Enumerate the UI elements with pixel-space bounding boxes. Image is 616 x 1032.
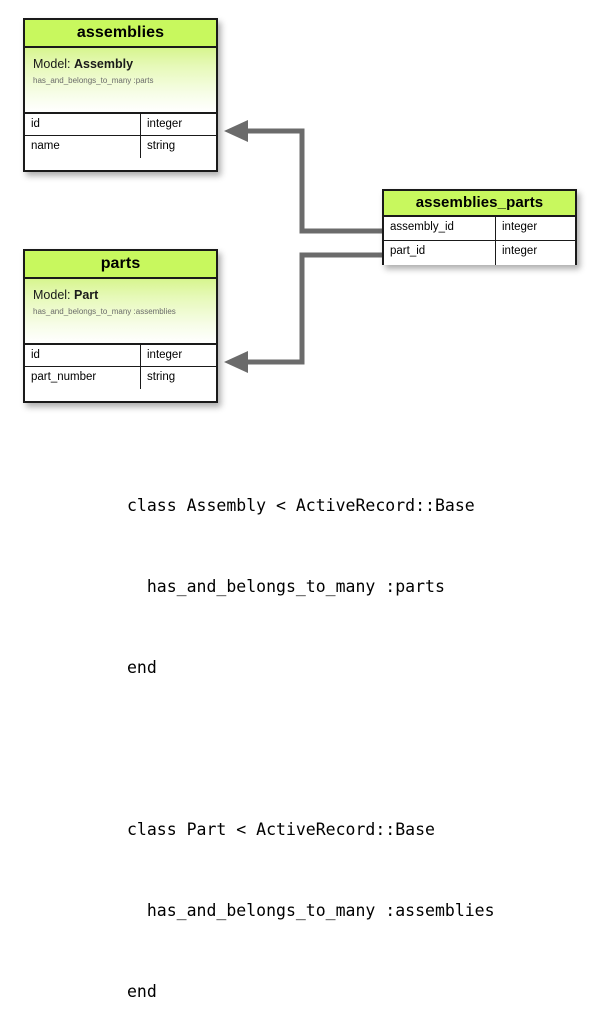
table-row: id integer — [25, 345, 216, 367]
arrowhead-icon — [224, 120, 248, 142]
code-blank-line — [127, 735, 495, 762]
arrowhead-icon — [224, 351, 248, 373]
attribute-type: integer — [502, 245, 538, 257]
entity-note-assemblies: Model: Assembly has_and_belongs_to_many … — [25, 48, 216, 114]
entity-assemblies[interactable]: assemblies Model: Assembly has_and_belon… — [23, 18, 218, 172]
attribute-name: assembly_id — [384, 217, 496, 240]
attribute-name: part_number — [25, 367, 141, 389]
model-prefix: Model: — [33, 288, 74, 302]
model-name: Part — [74, 288, 99, 302]
entity-assemblies-parts[interactable]: assemblies_parts assembly_id integer par… — [382, 189, 577, 265]
attribute-name: part_id — [384, 241, 496, 265]
code-line: class Assembly < ActiveRecord::Base — [127, 496, 475, 515]
entity-title-parts: parts — [25, 251, 216, 279]
code-line: end — [127, 658, 157, 677]
entity-title-assemblies-parts: assemblies_parts — [384, 191, 575, 217]
model-line-assemblies: Model: Assembly — [33, 57, 208, 72]
entity-parts[interactable]: parts Model: Part has_and_belongs_to_man… — [23, 249, 218, 403]
code-line: has_and_belongs_to_many :parts — [127, 577, 445, 596]
table-row: part_number string — [25, 367, 216, 389]
table-row: part_id integer — [384, 241, 575, 265]
model-line-parts: Model: Part — [33, 288, 208, 303]
code-listing: class Assembly < ActiveRecord::Base has_… — [127, 438, 495, 1032]
code-line: class Part < ActiveRecord::Base — [127, 820, 435, 839]
attribute-name: id — [25, 345, 141, 366]
model-prefix: Model: — [33, 57, 74, 71]
attribute-type: string — [147, 371, 176, 383]
code-line: end — [127, 982, 157, 1001]
association-line-assemblies: has_and_belongs_to_many :parts — [33, 76, 154, 85]
erd-canvas: assemblies Model: Assembly has_and_belon… — [0, 0, 616, 420]
connector-assembly-id-to-assemblies — [224, 120, 382, 234]
association-line-parts: has_and_belongs_to_many :assemblies — [33, 307, 176, 316]
entity-note-parts: Model: Part has_and_belongs_to_many :ass… — [25, 279, 216, 345]
table-row: assembly_id integer — [384, 217, 575, 241]
attribute-type: string — [147, 140, 176, 152]
relationship-connectors — [224, 120, 382, 373]
model-name: Assembly — [74, 57, 134, 71]
attribute-type: integer — [147, 118, 183, 130]
attribute-type: integer — [502, 221, 538, 233]
attribute-name: id — [25, 114, 141, 135]
table-row: name string — [25, 136, 216, 158]
table-row: id integer — [25, 114, 216, 136]
attribute-type: integer — [147, 349, 183, 361]
attribute-name: name — [25, 136, 141, 158]
connector-part-id-to-parts — [224, 252, 382, 373]
code-line: has_and_belongs_to_many :assemblies — [127, 901, 495, 920]
entity-title-assemblies: assemblies — [25, 20, 216, 48]
